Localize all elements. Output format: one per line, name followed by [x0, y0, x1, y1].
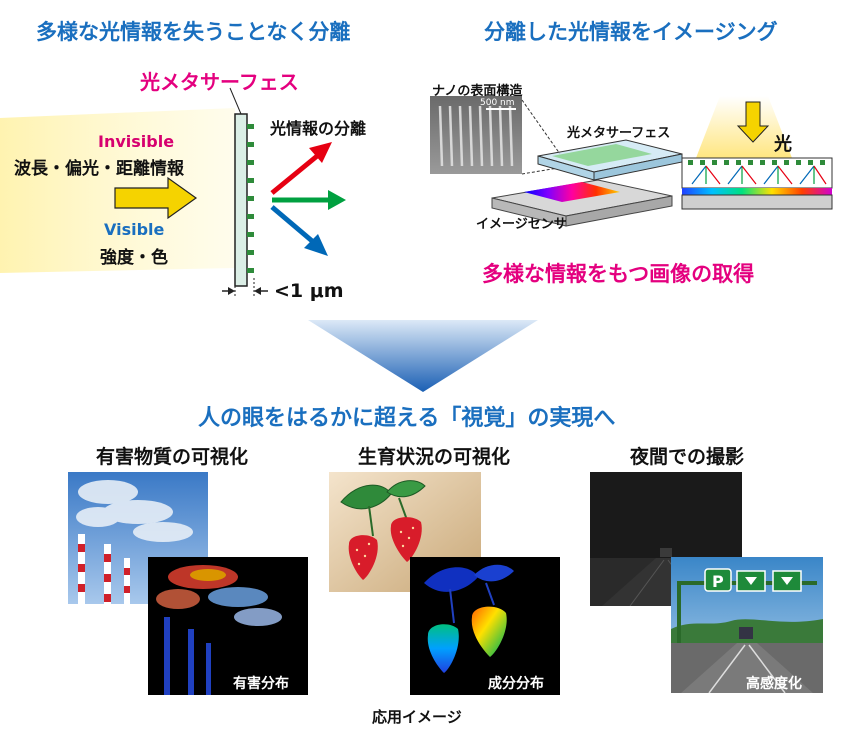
- right-heading: 分離した光情報をイメージング: [484, 20, 778, 44]
- visible-info: 強度・色: [100, 248, 168, 268]
- scale-bar-label: 500 nm: [480, 98, 515, 108]
- left-heading: 多様な光情報を失うことなく分離: [36, 20, 351, 44]
- sensor-spectrum: [524, 182, 620, 202]
- invisible-info: 波長・偏光・距離情報: [14, 159, 184, 179]
- thickness-label: <1 μm: [274, 280, 344, 302]
- sensor-label: イメージセンサ: [476, 217, 567, 232]
- red-arrow-head: [309, 142, 332, 163]
- app-title-harmful: 有害物質の可視化: [96, 446, 249, 468]
- metasurface-plate: [234, 113, 248, 287]
- sem-nanopillars: [438, 105, 514, 167]
- caption-sensitivity: 高感度化: [746, 676, 802, 692]
- blue-arrow: [270, 205, 320, 248]
- visible-label: Visible: [104, 220, 165, 239]
- cross-section-rays: [691, 165, 827, 185]
- cross-section-spectrum: [682, 188, 832, 195]
- high-sensitivity-image: P: [671, 557, 823, 693]
- parking-sign-letter: P: [712, 572, 724, 591]
- label-leader: [229, 87, 242, 115]
- harmful-distribution-image: [148, 557, 308, 695]
- light-down-arrow: [736, 101, 770, 143]
- app-title-night: 夜間での撮影: [630, 446, 745, 468]
- down-triangle: [308, 320, 538, 392]
- middle-heading: 人の眼をはるかに超える「視覚」の実現へ: [198, 406, 616, 431]
- caption-component: 成分分布: [488, 676, 544, 692]
- caption-harmful: 有害分布: [233, 676, 289, 692]
- metasurface-small-label: 光メタサーフェス: [567, 126, 671, 141]
- input-light-arrow: [114, 176, 198, 220]
- metasurface-label: 光メタサーフェス: [140, 70, 299, 94]
- light-label: 光: [774, 134, 792, 155]
- cross-section-pillars: [688, 160, 825, 165]
- nano-pillars: [247, 124, 254, 273]
- cross-section-sensor: [681, 194, 833, 210]
- parking-sign: [704, 568, 732, 592]
- invisible-label: Invisible: [98, 132, 175, 151]
- green-arrow-head: [328, 190, 346, 210]
- component-distribution-image: [410, 557, 560, 695]
- metasurface-pattern: [552, 144, 652, 166]
- nano-label: ナノの表面構造: [432, 84, 523, 99]
- footer-label: 応用イメージ: [372, 708, 462, 726]
- smokestack-photo: [68, 472, 208, 604]
- imaging-diagram: 500 nm: [430, 96, 833, 227]
- separation-label: 光情報の分離: [270, 119, 367, 138]
- blue-arrow-head: [304, 234, 328, 256]
- separation-diagram: [0, 87, 346, 298]
- red-arrow: [270, 150, 324, 195]
- acquisition-label: 多様な情報をもつ画像の取得: [482, 262, 755, 286]
- app-title-growth: 生育状況の可視化: [358, 446, 511, 468]
